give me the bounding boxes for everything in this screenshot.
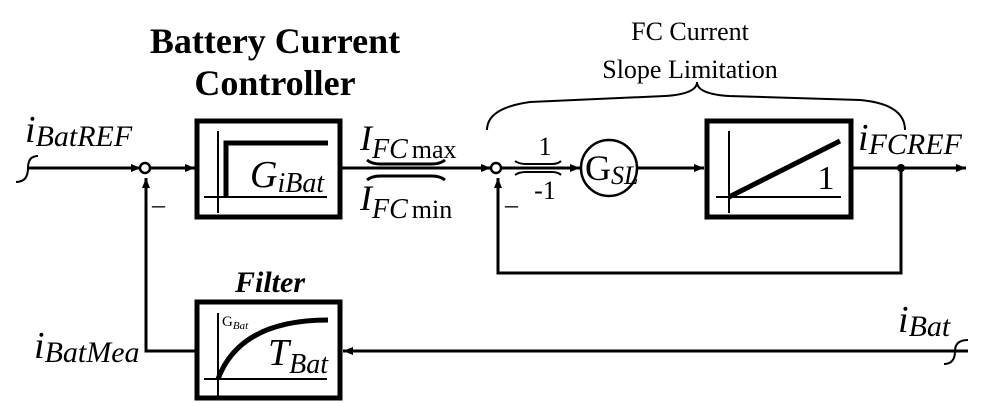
minus-sign-1: – [151, 190, 166, 219]
i-bat-break-icon [943, 339, 969, 365]
controller-step-curve [223, 140, 328, 197]
i-fc-ref-label: iFCREF [858, 117, 963, 161]
slope-title-line2: Slope Limitation [602, 55, 778, 84]
slope-title-line1: FC Current [631, 17, 750, 46]
integrator-label: 1 [818, 160, 835, 197]
summing-junction-1 [138, 161, 152, 175]
i-bat-mea-label: iBatMea [34, 325, 140, 369]
slope-brace [486, 81, 906, 131]
i-bat-label: iBat [898, 299, 951, 343]
controller-gain-label: GiBat [250, 154, 325, 199]
filter-response-curve [215, 317, 329, 380]
integrator-block [704, 118, 854, 220]
filter-gain-label: GBat [222, 314, 249, 332]
limit-upper-label: 1 [539, 132, 552, 161]
controller-block [194, 118, 343, 220]
filter-title: Filter [234, 266, 305, 299]
integrator-ramp [727, 138, 842, 200]
i-bat-ref-label: iBatREF [25, 109, 133, 153]
limit-lower-label: -1 [534, 176, 556, 205]
slope-gain-label: GSL [585, 148, 638, 190]
limiter2-upper [514, 160, 562, 165]
controller-title-line2: Controller [194, 63, 355, 103]
limiter1-upper [366, 158, 446, 166]
outer-feedback-wire [142, 178, 197, 353]
summing-junction-2 [489, 161, 503, 175]
inner-feedback-wire [494, 168, 903, 275]
controller-title-line1: Battery Current [150, 21, 400, 61]
limiter1-lower [366, 174, 446, 182]
minus-sign-2: – [504, 190, 519, 219]
filter-time-constant-label: TBat [268, 332, 329, 380]
limiter2-lower [514, 171, 562, 176]
